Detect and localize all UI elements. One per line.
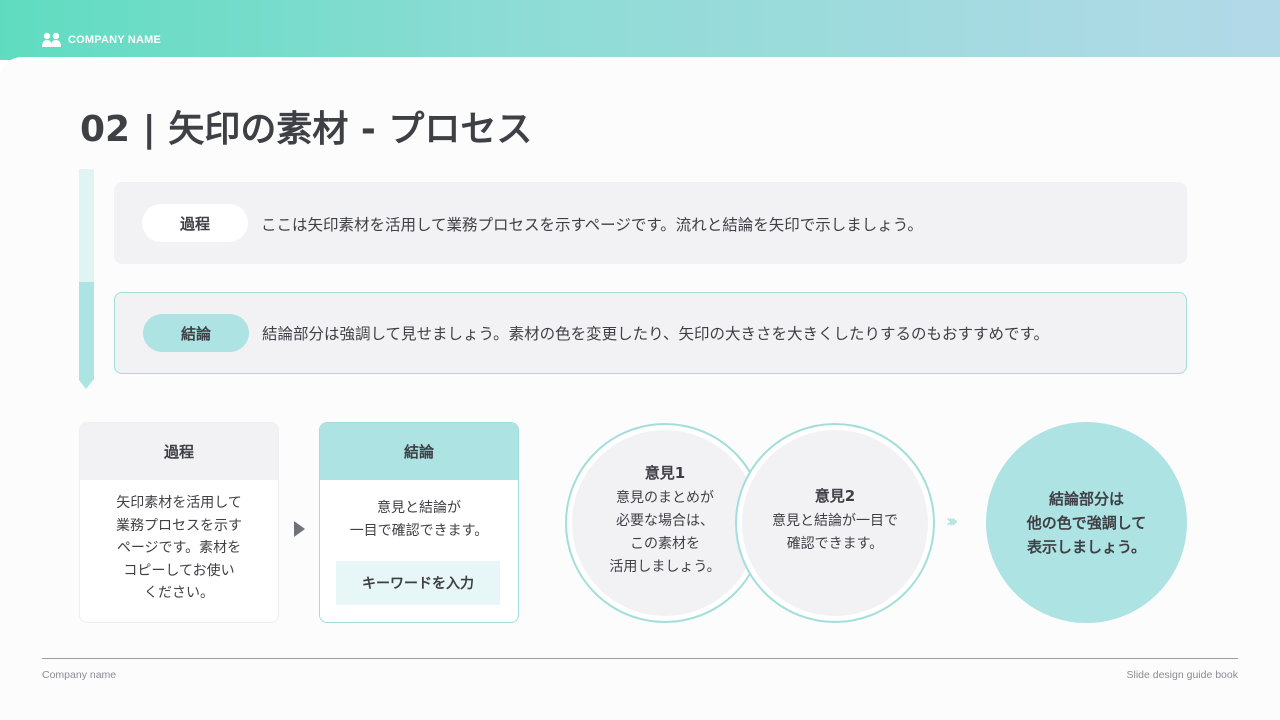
company-logo: COMPANY NAME [42,32,161,48]
company-name: COMPANY NAME [68,34,162,46]
circle-line: 意見と結論が一目で [772,512,898,529]
card-line: 矢印素材を活用して [116,495,242,511]
arrow-segment-conclusion [79,282,94,380]
circle-line: 必要な場合は、 [615,512,714,529]
card-line: ください。 [144,585,214,601]
result-line: 表示しましょう。 [1026,537,1147,556]
result-line: 他の色で強調して [1026,513,1147,532]
card-line: コピーしてお使い [123,562,235,579]
process-card: 過程 矢印素材を活用して 業務プロセスを示す ページです。素材を コピーしてお使… [79,422,279,623]
conclusion-card-text: 意見と結論が 一目で確認できます。 [320,480,518,542]
arrow-segment-process [79,169,94,282]
card-line: 意見と結論が [377,500,461,516]
circle-line: この素材を [629,535,700,552]
footer-guide: Slide design guide book [1126,669,1238,681]
keyword-button[interactable]: キーワードを入力 [336,561,500,605]
arrow-right-icon [294,521,305,537]
opinion-2-text: 意見と結論が一目で 確認できます。 [772,510,898,556]
chevrons-right-icon: ››› [946,511,959,532]
card-line: 一目で確認できます。 [349,522,489,539]
opinion-2-title: 意見2 [814,486,856,505]
footer-divider [42,658,1238,659]
circle-line: 意見のまとめが [615,489,714,506]
circle-line: 確認できます。 [786,535,884,552]
result-circle: 結論部分は 他の色で強調して 表示しましょう。 [986,422,1187,623]
opinion-1-circle: 意見1 意見のまとめが 必要な場合は、 この素材を 活用しましょう。 [565,423,765,623]
page-title: 02 | 矢印の素材 - プロセス [80,109,533,150]
process-row: 過程 ここは矢印素材を活用して業務プロセスを示すページです。流れと結論を矢印で示… [114,182,1187,264]
conclusion-row: 結論 結論部分は強調して見せましょう。素材の色を変更したり、矢印の大きさを大きく… [114,292,1187,374]
card-line: 業務プロセスを示す [116,517,242,534]
process-card-text: 矢印素材を活用して 業務プロセスを示す ページです。素材を コピーしてお使い く… [80,480,278,605]
vertical-progress-arrow [79,169,94,391]
conclusion-card: 結論 意見と結論が 一目で確認できます。 キーワードを入力 [319,422,519,623]
arrow-tip [79,380,93,389]
conclusion-description: 結論部分は強調して見せましょう。素材の色を変更したり、矢印の大きさを大きくしたり… [262,325,1049,343]
process-pill: 過程 [142,204,248,242]
process-card-title: 過程 [80,423,278,480]
circle-line: 活用しましょう。 [609,558,721,575]
process-description: ここは矢印素材を活用して業務プロセスを示すページです。流れと結論を矢印で示しまし… [261,216,923,234]
footer-company: Company name [42,669,117,681]
result-line: 結論部分は [1048,489,1124,508]
people-icon [42,32,62,48]
card-line: ページです。素材を [116,540,242,556]
header-band [0,0,1280,60]
opinion-2-circle: 意見2 意見と結論が一目で 確認できます。 [735,423,935,623]
conclusion-pill: 結論 [143,314,249,352]
opinion-1-text: 意見のまとめが 必要な場合は、 この素材を 活用しましょう。 [609,487,720,579]
opinion-1-title: 意見1 [644,463,686,482]
conclusion-card-title: 結論 [320,423,518,480]
